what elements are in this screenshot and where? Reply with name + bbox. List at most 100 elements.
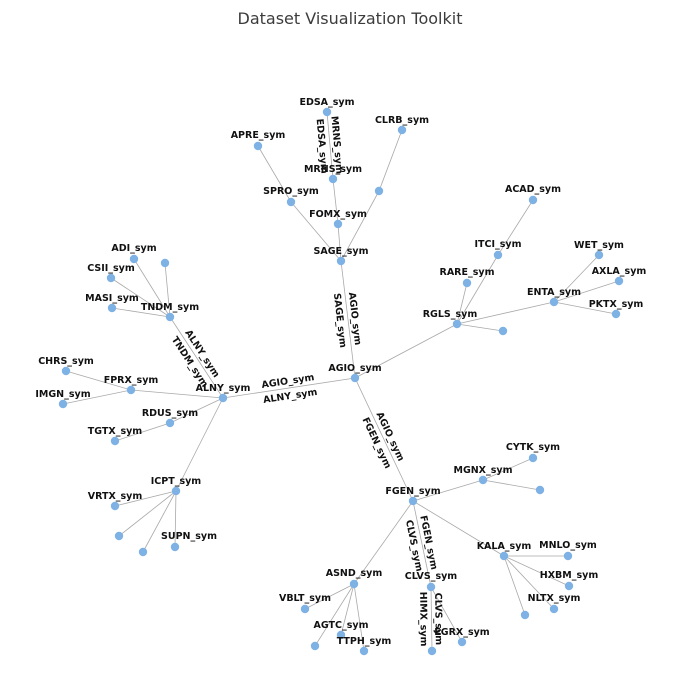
edge-enta-pktx [553, 301, 617, 315]
node-fprx[interactable] [126, 385, 136, 395]
node-hxbm[interactable] [564, 581, 574, 591]
node-label-rdus: RDUS_sym [142, 408, 198, 419]
node-label-clrb: CLRB_sym [375, 115, 429, 126]
node-rare[interactable] [462, 278, 472, 288]
node-clrb[interactable] [397, 125, 407, 135]
node-vrtx[interactable] [110, 501, 120, 511]
edge-mgnx-u6 [482, 479, 541, 491]
node-label-imgn: IMGN_sym [35, 389, 90, 400]
node-label-agtc: AGTC_sym [314, 620, 369, 631]
edge-kala-hxbm [503, 555, 570, 587]
node-adi[interactable] [129, 254, 139, 264]
node-cytk[interactable] [528, 453, 538, 463]
edge-fprx-imgn [62, 389, 132, 405]
node-tndm[interactable] [165, 312, 175, 322]
node-label-icpt: ICPT_sym [151, 476, 202, 487]
edge-label-edsa-mrns-b: EDSA_sym [314, 118, 330, 174]
node-u7[interactable] [520, 610, 530, 620]
node-fomx[interactable] [333, 219, 343, 229]
node-enta[interactable] [549, 297, 559, 307]
node-label-tndm: TNDM_sym [141, 302, 199, 313]
node-agtc[interactable] [336, 630, 346, 640]
edge-rgls-itci [456, 254, 499, 325]
edge-label-clvs-himx-a: CLVS_sym [432, 593, 444, 646]
node-u4[interactable] [114, 531, 124, 541]
node-tgtx[interactable] [110, 436, 120, 446]
node-wet[interactable] [594, 250, 604, 260]
node-mrns[interactable] [328, 174, 338, 184]
node-u8[interactable] [310, 641, 320, 651]
node-u2[interactable] [498, 326, 508, 336]
edge-alny-icpt [175, 397, 224, 492]
node-label-pktx: PKTX_sym [589, 299, 644, 310]
node-rgls[interactable] [452, 319, 462, 329]
node-label-fomx: FOMX_sym [309, 209, 367, 220]
edge-layer [62, 111, 620, 652]
node-label-mrns: MRNS_sym [304, 164, 362, 175]
node-label-rare: RARE_sym [440, 267, 495, 278]
node-label-fgen: FGEN_sym [385, 486, 440, 497]
edge-alny-tndm [169, 316, 224, 399]
node-supn[interactable] [170, 542, 180, 552]
edge-label-clvs-himx-b: HIMX_sym [417, 592, 429, 647]
node-label-ttph: TTPH_sym [337, 636, 392, 647]
edge-agio-sage [340, 260, 356, 379]
edge-asnd-u8 [314, 583, 355, 647]
node-label-vblt: VBLT_sym [279, 593, 331, 604]
node-acad[interactable] [528, 195, 538, 205]
node-chrs[interactable] [61, 366, 71, 376]
node-nltx[interactable] [549, 604, 559, 614]
node-agio[interactable] [350, 373, 360, 383]
node-egrx[interactable] [457, 637, 467, 647]
edge-enta-axla [553, 280, 620, 303]
edge-u1-clrb [378, 129, 403, 192]
node-himx[interactable] [427, 646, 437, 656]
edge-rgls-u2 [456, 323, 504, 332]
node-label-kala: KALA_sym [477, 541, 532, 552]
edge-icpt-supn [174, 490, 177, 548]
node-edsa[interactable] [322, 107, 332, 117]
edge-fgen-kala [412, 500, 505, 557]
node-u5[interactable] [138, 547, 148, 557]
edge-sage-fomx [337, 223, 342, 262]
node-apre[interactable] [253, 141, 263, 151]
edge-alny-rdus [169, 397, 224, 424]
edge-label-agio-sage-a: AGIO_sym [346, 292, 363, 346]
node-ttph[interactable] [359, 646, 369, 656]
node-label-spro: SPRO_sym [263, 186, 319, 197]
node-itci[interactable] [493, 250, 503, 260]
node-label-wet: WET_sym [574, 240, 624, 251]
node-fgen[interactable] [408, 496, 418, 506]
node-asnd[interactable] [349, 579, 359, 589]
node-kala[interactable] [499, 551, 509, 561]
node-spro[interactable] [286, 197, 296, 207]
node-pktx[interactable] [611, 309, 621, 319]
node-label-egrx: EGRX_sym [434, 627, 490, 638]
node-mgnx[interactable] [478, 475, 488, 485]
edge-rgls-rare [456, 282, 468, 325]
node-imgn[interactable] [58, 399, 68, 409]
node-axla[interactable] [614, 276, 624, 286]
node-label-chrs: CHRS_sym [38, 356, 94, 367]
node-label-acad: ACAD_sym [505, 184, 561, 195]
node-label-cytk: CYTK_sym [506, 442, 560, 453]
node-mnlo[interactable] [563, 551, 573, 561]
node-alny[interactable] [218, 393, 228, 403]
node-masi[interactable] [107, 303, 117, 313]
node-clvs[interactable] [426, 582, 436, 592]
node-u1[interactable] [374, 186, 384, 196]
node-csii[interactable] [106, 273, 116, 283]
node-icpt[interactable] [171, 486, 181, 496]
node-label-alny: ALNY_sym [196, 383, 251, 394]
edge-rdus-tgtx [114, 422, 171, 442]
edge-icpt-vrtx [114, 490, 177, 507]
node-u6[interactable] [535, 485, 545, 495]
node-rdus[interactable] [165, 418, 175, 428]
node-label-vrtx: VRTX_sym [88, 491, 143, 502]
node-label-edsa: EDSA_sym [299, 97, 354, 108]
node-label-masi: MASI_sym [85, 293, 139, 304]
node-u3[interactable] [160, 258, 170, 268]
node-label-asnd: ASND_sym [326, 568, 383, 579]
node-sage[interactable] [336, 256, 346, 266]
node-vblt[interactable] [300, 604, 310, 614]
